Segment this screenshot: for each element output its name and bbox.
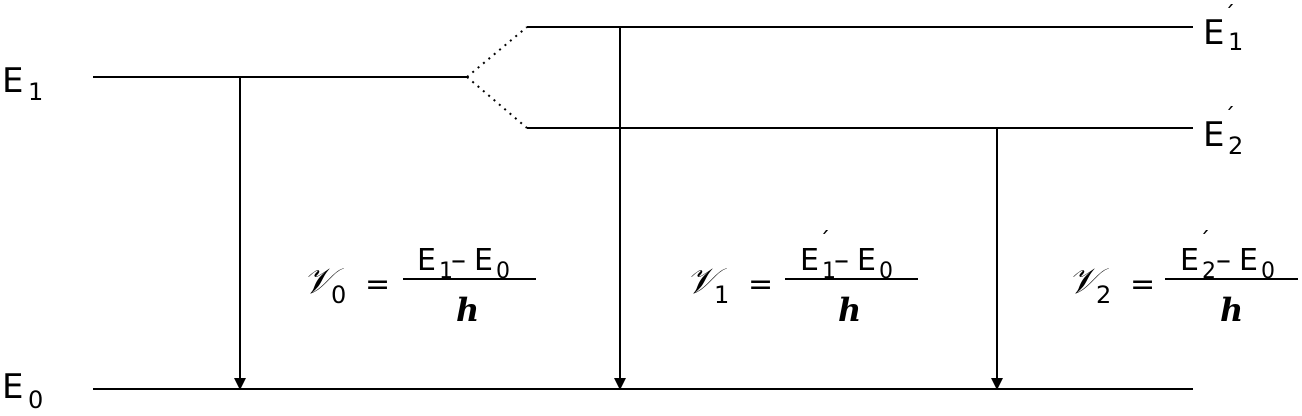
svg-text:–: – bbox=[1216, 243, 1231, 278]
label-e1-prime: E ´ 1 bbox=[1203, 3, 1243, 56]
formula-nu-0: 𝒱 0 = E 1 – E 0 ℎ bbox=[303, 243, 536, 329]
svg-text:0: 0 bbox=[331, 281, 346, 309]
formula-nu-1: 𝒱 1 = E ´ 1 – E 0 ℎ bbox=[686, 229, 918, 329]
svg-text:=: = bbox=[365, 267, 390, 302]
svg-text:ℎ: ℎ bbox=[838, 291, 861, 329]
svg-text:0: 0 bbox=[1261, 259, 1275, 284]
svg-text:E: E bbox=[2, 367, 23, 407]
svg-text:1: 1 bbox=[28, 78, 43, 106]
svg-text:1: 1 bbox=[439, 259, 453, 284]
svg-text:E: E bbox=[1239, 243, 1258, 278]
svg-text:ℎ: ℎ bbox=[1220, 291, 1243, 329]
svg-text:´: ´ bbox=[1224, 105, 1235, 130]
svg-text:=: = bbox=[1130, 267, 1155, 302]
svg-text:2: 2 bbox=[1202, 259, 1216, 284]
split-up-dotted-line bbox=[466, 26, 528, 78]
svg-text:=: = bbox=[748, 267, 773, 302]
svg-text:´: ´ bbox=[819, 229, 830, 254]
svg-text:–: – bbox=[451, 243, 466, 278]
svg-text:´: ´ bbox=[1199, 229, 1210, 254]
split-down-dotted-line bbox=[466, 76, 528, 129]
svg-text:´: ´ bbox=[1224, 3, 1235, 28]
svg-text:E: E bbox=[1203, 115, 1224, 155]
svg-text:1: 1 bbox=[714, 281, 729, 309]
label-e2-prime: E ´ 2 bbox=[1203, 105, 1243, 160]
svg-text:ℎ: ℎ bbox=[456, 291, 479, 329]
svg-text:E: E bbox=[474, 243, 493, 278]
svg-text:E: E bbox=[1203, 13, 1224, 53]
svg-text:E: E bbox=[800, 243, 819, 278]
svg-text:E: E bbox=[417, 243, 436, 278]
label-e1: E 1 bbox=[2, 61, 43, 106]
svg-text:1: 1 bbox=[822, 259, 836, 284]
svg-text:1: 1 bbox=[1228, 28, 1243, 56]
label-e0: E 0 bbox=[2, 367, 43, 414]
svg-text:E: E bbox=[1180, 243, 1199, 278]
svg-text:E: E bbox=[2, 61, 23, 101]
svg-text:0: 0 bbox=[496, 259, 510, 284]
svg-text:2: 2 bbox=[1096, 281, 1111, 309]
svg-text:0: 0 bbox=[28, 386, 43, 414]
svg-text:E: E bbox=[857, 243, 876, 278]
formula-nu-2: 𝒱 2 = E ´ 2 – E 0 ℎ bbox=[1068, 229, 1298, 329]
svg-text:2: 2 bbox=[1228, 132, 1243, 160]
svg-text:–: – bbox=[834, 243, 849, 278]
svg-text:0: 0 bbox=[879, 259, 893, 284]
